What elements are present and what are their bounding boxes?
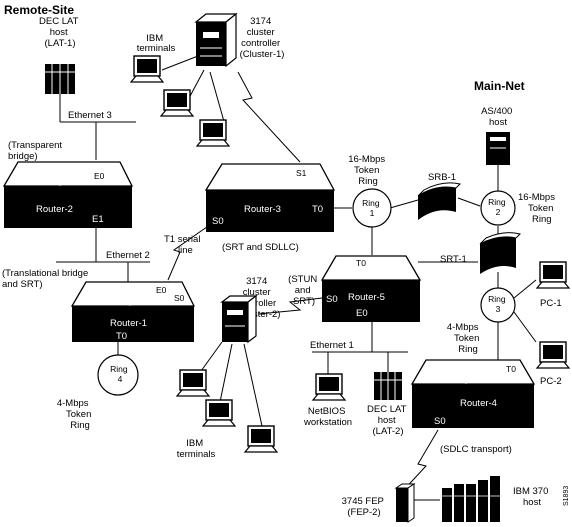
figure-id: S1893	[563, 486, 570, 506]
ethernet-3-label: Ethernet 3	[68, 110, 112, 121]
router-5: T0 S0 Router-5 E0	[320, 255, 422, 322]
router-5-port-e0: E0	[356, 308, 368, 319]
router-3: S1 Router-3 S0 T0	[204, 163, 336, 232]
router-3-port-s1: S1	[296, 168, 307, 178]
ring-4-label: Ring 4	[110, 364, 130, 384]
router-3-port-s0: S0	[212, 216, 224, 227]
ibm-370-label: IBM 370 host	[513, 486, 551, 508]
ring-1	[352, 188, 392, 228]
ibm-terminal-icon	[176, 369, 210, 397]
router-2-port-e1: E1	[92, 214, 104, 225]
router-3-port-t0: T0	[312, 204, 323, 215]
ibm-terminal-icon	[130, 55, 164, 83]
ring-2-caption: 16-Mbps Token Ring	[518, 192, 558, 225]
ring-4-caption: 4-Mbps Token Ring	[57, 398, 94, 431]
ethernet-2-label: Ethernet 2	[106, 250, 150, 261]
ibm-terminal-icon	[196, 119, 230, 147]
srt-sdllc-label: (SRT and SDLLC)	[222, 242, 299, 253]
router-4: T0 Router-4 S0	[410, 359, 536, 428]
ring-3-label: Ring 3	[488, 294, 508, 314]
router-1-port-s0: S0	[174, 293, 185, 303]
netbios-workstation-label: NetBIOS workstation	[303, 406, 352, 428]
router-4-port-t0: T0	[506, 364, 516, 374]
links	[56, 55, 537, 501]
pc-2-icon	[536, 341, 570, 369]
ring-3	[480, 287, 516, 323]
router-2: E0 Router-2 E1	[2, 161, 134, 228]
translational-bridge-label: (Translational bridge and SRT)	[2, 268, 91, 290]
pc-1-label: PC-1	[540, 298, 562, 309]
stun-srt-label: (STUN and SRT)	[288, 274, 320, 307]
fep-icon	[394, 483, 416, 523]
router-5-port-s0: S0	[326, 294, 338, 305]
ring-2-label: Ring 2	[488, 197, 508, 217]
router-1-port-t0: T0	[116, 331, 127, 342]
ring-2	[480, 190, 516, 226]
cluster-controller-2-icon	[220, 294, 258, 344]
router-4-name: Router-4	[460, 398, 497, 409]
ring-1-label: Ring 1	[362, 198, 382, 218]
router-2-name: Router-2	[36, 204, 73, 215]
ibm-terminal-icon	[202, 399, 236, 427]
ibm-terminal-icon	[160, 89, 194, 117]
router-1-name: Router-1	[110, 318, 147, 329]
router-2-port-e0: E0	[94, 171, 105, 181]
ibm-370-host-icon	[442, 476, 500, 522]
router-1-port-e0: E0	[156, 285, 167, 295]
pc-2-label: PC-2	[540, 376, 562, 387]
cluster-controller-1-icon	[194, 12, 238, 68]
as400-host-icon	[486, 132, 510, 165]
ibm-terminals-bottom-label: IBM terminals	[177, 438, 216, 460]
router-3-name: Router-3	[244, 204, 281, 215]
router-5-port-t0: T0	[356, 258, 366, 268]
dec-lat-host-2-icon	[374, 372, 402, 400]
cluster-controller-2-label: 3174 cluster controller (Cluster-2)	[236, 276, 281, 320]
srb-1-bridge-icon	[417, 182, 461, 220]
ibm-terminal-icon	[244, 425, 278, 453]
t1-serial-label: T1 serial line	[164, 234, 203, 256]
router-5-name: Router-5	[348, 292, 385, 303]
srt-1-label: SRT-1	[440, 254, 467, 265]
srt-1-bridge-icon	[479, 232, 521, 274]
sdlc-transport-label: (SDLC transport)	[440, 444, 512, 455]
ibm-terminals-top-label: IBM terminals	[137, 33, 176, 54]
router-4-port-s0: S0	[434, 416, 446, 427]
cluster-controller-1-label: 3174 cluster controller (Cluster-1)	[240, 16, 285, 60]
transparent-bridge-label: (Transparent bridge)	[8, 140, 65, 162]
dec-lat-host-1-label: DEC LAT host (LAT-1)	[39, 16, 81, 49]
dec-lat-host-1-icon	[45, 64, 75, 94]
main-net-heading: Main-Net	[474, 79, 525, 93]
fep-label: 3745 FEP (FEP-2)	[342, 496, 387, 518]
router-1: E0 S0 Router-1 T0	[70, 281, 196, 342]
netbios-workstation-icon	[312, 373, 346, 401]
pc-1-icon	[536, 261, 570, 289]
as400-label: AS/400 host	[481, 106, 515, 128]
ring-3-caption: 4-Mbps Token Ring	[447, 322, 482, 355]
remote-site-heading: Remote-Site	[4, 3, 74, 17]
srb-1-label: SRB-1	[428, 172, 456, 183]
ring-4	[97, 354, 139, 396]
dec-lat-host-2-label: DEC LAT host (LAT-2)	[367, 404, 409, 437]
ring-1-caption: 16-Mbps Token Ring	[348, 154, 388, 187]
ethernet-1-label: Ethernet 1	[310, 340, 354, 351]
